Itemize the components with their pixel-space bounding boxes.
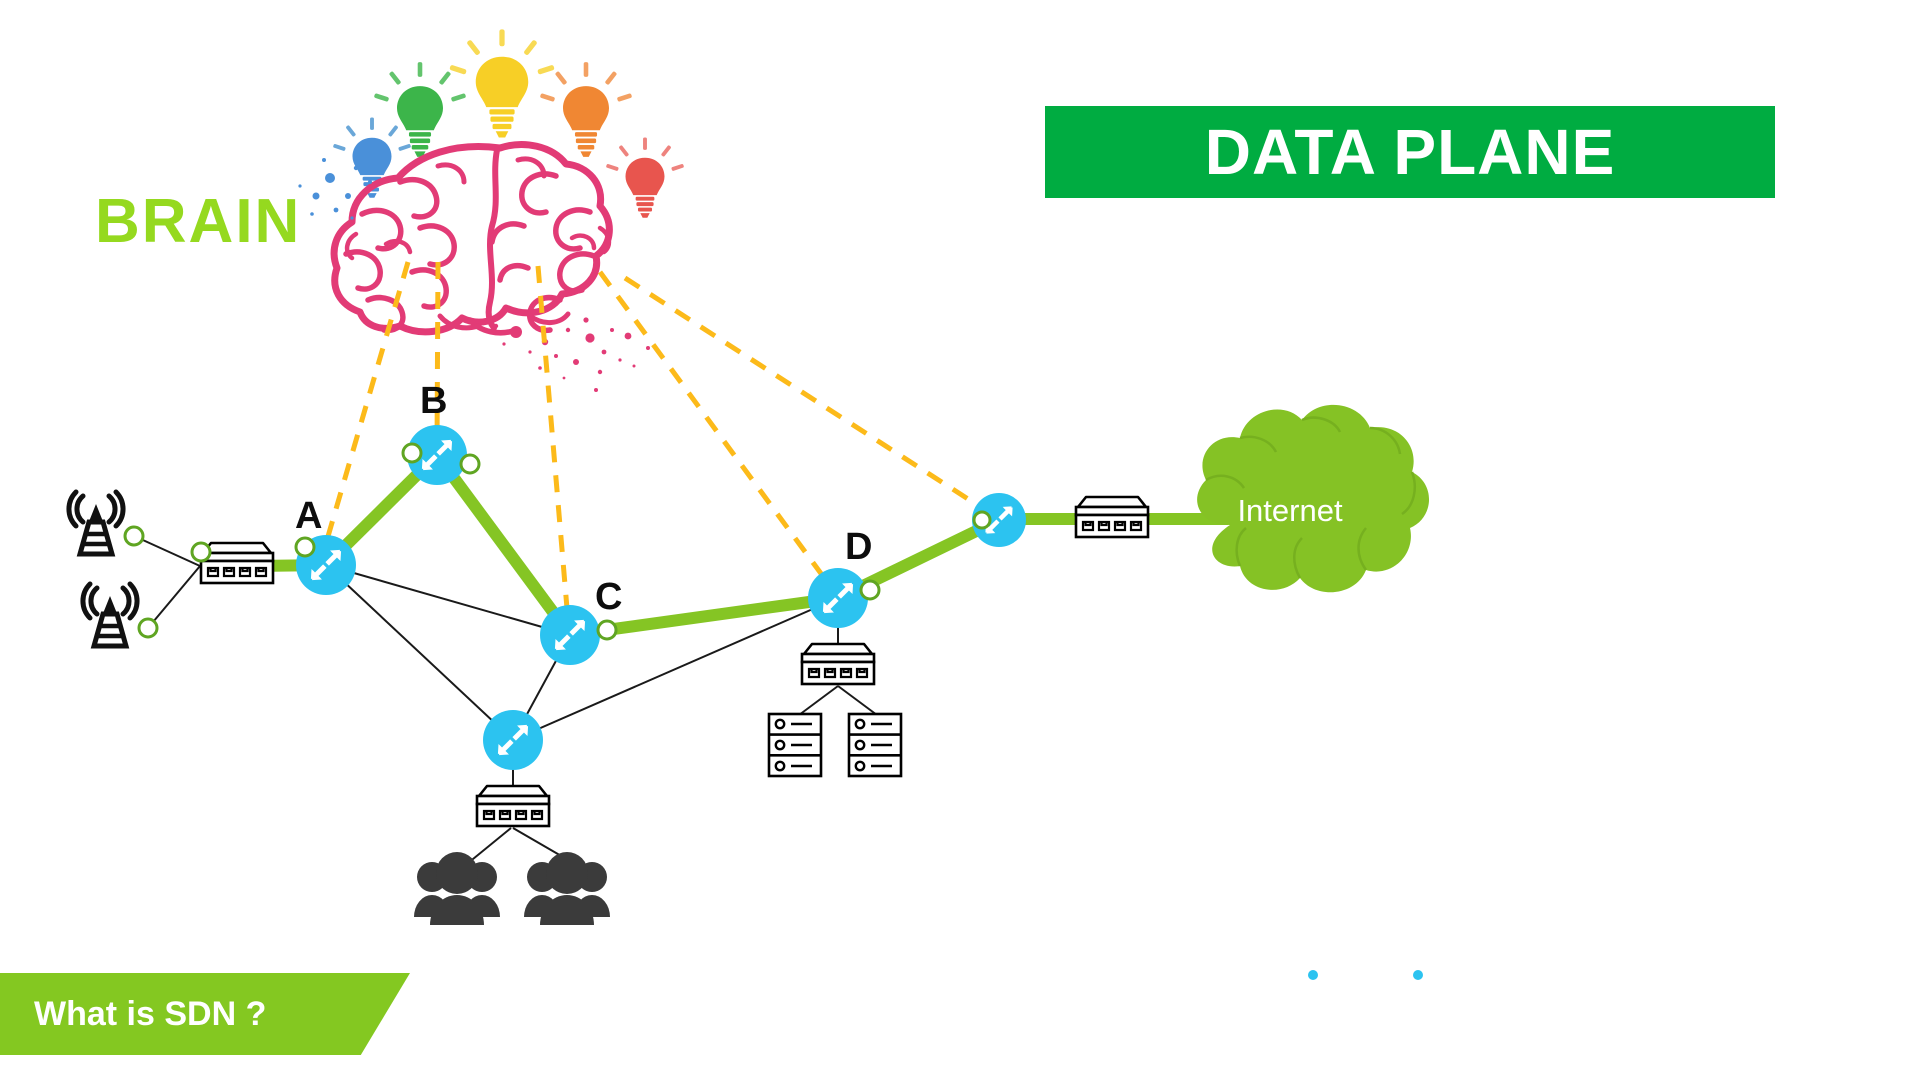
edge-switch [1074,495,1150,539]
user-group-right [524,852,610,925]
datacenter-switch [800,642,876,686]
user-group-left [414,852,500,925]
router-D[interactable] [808,568,868,628]
control-link-to-E [623,275,998,520]
slide-footer-label: What is SDN ? [34,994,267,1033]
antenna-upper-icon [69,492,123,554]
link-A-F [325,564,514,741]
port-marker [401,442,423,464]
access-switch [199,541,275,585]
data-plane-banner: DATA PLANE [1045,106,1775,198]
stray-router-left [1308,970,1318,980]
server-rack-right [847,712,903,778]
user-switch [475,784,551,828]
antenna-lower-icon [83,584,137,646]
server-rack-left [767,712,823,778]
port-marker [123,525,145,547]
link-antenna-lower-switch [147,565,201,629]
brain-splatter-blue [298,158,372,220]
link-F-D [512,597,839,741]
port-marker [859,579,881,601]
router-F[interactable] [483,710,543,770]
brain-icon [330,141,613,336]
brain-illustration [298,29,685,392]
bulb-green-icon [373,62,467,157]
port-marker [972,510,992,530]
router-B[interactable] [407,425,467,485]
slide-footer-banner: What is SDN ? [0,973,410,1055]
link-antenna-upper-switch [133,535,201,567]
port-marker [190,541,212,563]
internet-cloud [1197,404,1430,593]
brain-splatter [493,317,650,392]
control-link-to-D [597,270,839,596]
router-label-A: A [295,495,323,537]
router-label-D: D [845,526,873,568]
port-marker [137,617,159,639]
bulb-yellow-icon [449,29,555,138]
link-A-C [325,564,571,636]
port-marker [459,453,481,475]
control-plane-links [319,261,998,633]
bulb-orange-icon [539,62,633,157]
link-dc-switch-server-left [794,685,839,719]
router-label-C: C [595,576,623,618]
control-link-to-C [535,265,572,633]
brain-label: BRAIN [95,187,302,256]
control-link-to-B [434,261,441,449]
router-E[interactable] [972,493,1026,547]
port-marker [596,619,618,641]
data-plane-links [249,450,1228,641]
port-markers [123,442,992,641]
data-link-B-C [432,451,575,639]
router-C[interactable] [540,605,600,665]
bulb-red-icon [605,137,685,218]
stray-router-right [1413,970,1423,980]
router-label-B: B [420,380,448,422]
link-dc-switch-server-right [837,685,882,719]
data-plane-title: DATA PLANE [1204,116,1616,188]
control-link-to-A [319,261,411,558]
port-marker [294,536,316,558]
